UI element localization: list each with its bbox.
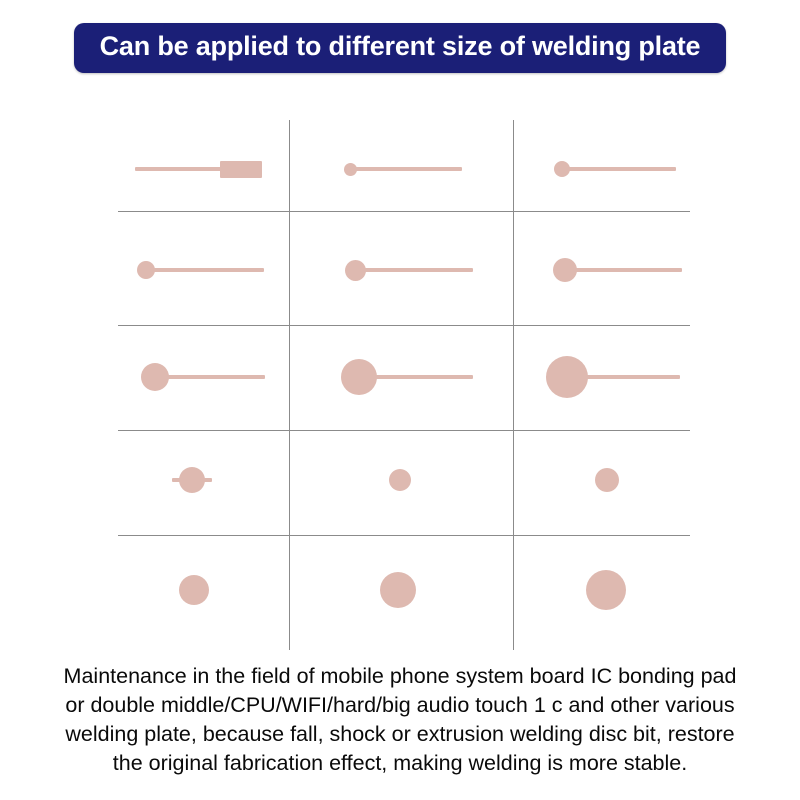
grid-line-horizontal-4 [118,535,690,536]
round-pad [341,359,377,395]
round-pad [137,261,155,279]
round-pad [344,162,357,176]
caption-line-1: Maintenance in the field of mobile phone… [63,664,737,688]
caption-line-4: the original fabrication effect, making … [112,751,688,775]
round-pad [179,467,205,493]
caption-line-3: welding plate, because fall, shock or ex… [65,722,735,746]
round-pad [595,468,619,492]
grid-line-horizontal-3 [118,430,690,431]
round-pad [345,259,366,281]
pad-stem [574,268,682,272]
pad-stem [586,375,680,379]
pad-stem [562,167,676,171]
caption-area: Maintenance in the field of mobile phone… [0,662,800,800]
pad-stem [152,268,264,272]
title-banner: Can be applied to different size of weld… [73,22,727,74]
grid-line-vertical-1 [289,120,290,650]
grid-line-vertical-2 [513,120,514,650]
round-pad [553,258,577,282]
pad-stem [350,167,462,171]
round-pad [389,469,411,491]
round-pad [179,575,209,605]
round-pad [554,161,570,177]
pad-stem [163,375,265,379]
grid-line-horizontal-1 [118,211,690,212]
header-area: Can be applied to different size of weld… [0,0,800,96]
round-pad [380,572,416,608]
pad-stem [135,167,223,171]
page-title: Can be applied to different size of weld… [99,30,701,61]
grid-line-horizontal-2 [118,325,690,326]
pad-stub-right [203,478,212,482]
caption-line-2: or double middle/CPU/WIFI/hard/big audio… [65,693,735,717]
round-pad [586,570,626,610]
pad-stem [375,375,473,379]
round-pad [141,363,169,391]
welding-plate-size-grid [0,96,800,660]
pad-stub-left [172,478,181,482]
pad-stem [363,268,473,272]
round-pad [546,356,588,398]
rect-pad [220,161,262,178]
